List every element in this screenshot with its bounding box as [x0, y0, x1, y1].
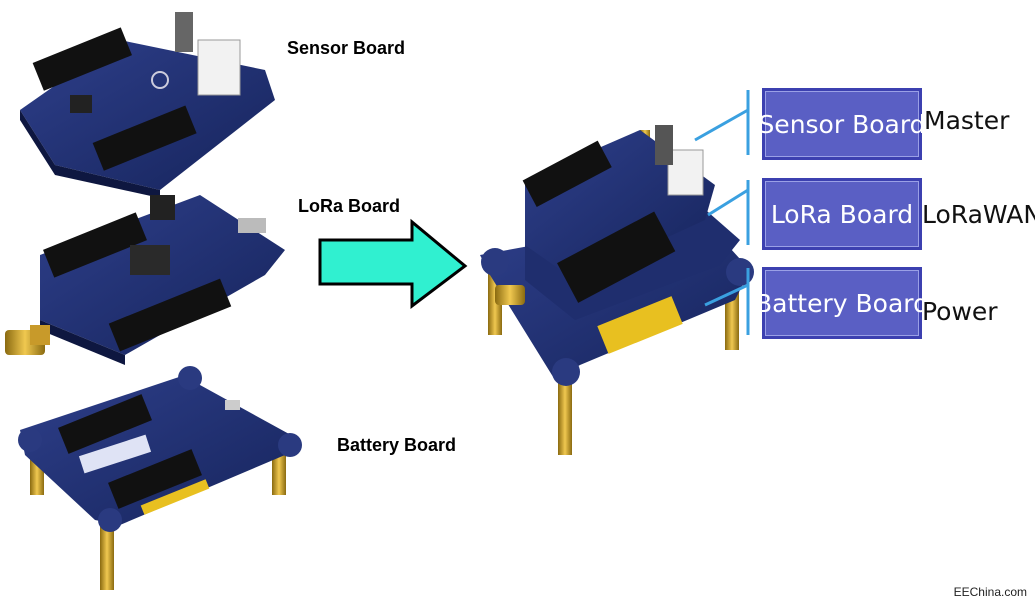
power-label: Power: [922, 297, 998, 326]
lora-board-box: LoRa Board: [762, 178, 922, 250]
lora-board-image: [5, 195, 285, 365]
sensor-board-image: [20, 12, 275, 198]
lorawan-label: LoRaWAN: [922, 200, 1035, 229]
sensor-board-box: Sensor Board: [758, 88, 926, 160]
battery-board-image: [18, 366, 302, 590]
big-arrow: [318, 218, 468, 310]
battery-board-label: Battery Board: [337, 435, 457, 455]
watermark: EEChina.com: [953, 585, 1027, 599]
lora-board-label: LoRa Board: [298, 196, 401, 216]
callout-connectors: [694, 90, 750, 335]
battery-board-box: Battery Board: [755, 267, 929, 339]
stacked-boards-image: [480, 125, 754, 455]
sensor-board-label: Sensor Board: [287, 38, 406, 58]
master-label: Master: [924, 106, 1010, 135]
